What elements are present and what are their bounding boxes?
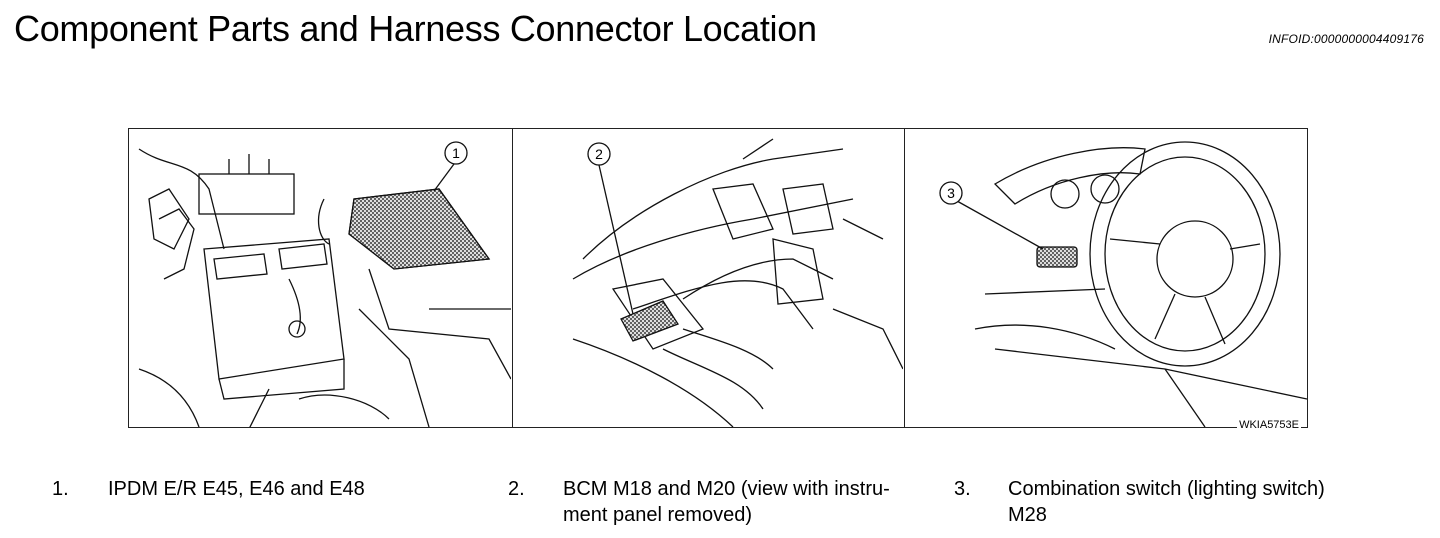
legend-number-3: 3. (954, 478, 971, 500)
legend-text-2-line1: BCM M18 and M20 (view with instru- (563, 478, 890, 500)
callout-3-circle (939, 181, 963, 205)
engine-room-illustration: 1 (138, 141, 511, 427)
legend-text-3: Combination switch (lighting switch) M28 (1008, 476, 1408, 528)
callout-1-label: 1 (452, 145, 460, 161)
legend-number-2: 2. (508, 478, 525, 500)
legend-text-1: IPDM E/R E45, E46 and E48 (108, 476, 488, 502)
page-title: Component Parts and Harness Connector Lo… (14, 8, 817, 49)
steering-panel: 3 (905, 129, 1307, 427)
callout-3-label: 3 (947, 185, 955, 201)
info-id: INFOID:0000000004409176 (1268, 32, 1424, 46)
legend-text-2: BCM M18 and M20 (view with instru- ment … (563, 476, 948, 528)
legend-text-3-line1: Combination switch (lighting switch) (1008, 478, 1325, 500)
panel-divider (512, 129, 513, 427)
legend-text-2-line2: ment panel removed) (563, 504, 752, 526)
callout-2-label: 2 (595, 146, 603, 162)
legend-text-1-line: IPDM E/R E45, E46 and E48 (108, 478, 365, 500)
legend-number-1: 1. (52, 478, 69, 500)
bcm-illustration: 2 (572, 138, 903, 427)
callout-1-circle (444, 141, 468, 165)
component-location-figure: 1 (128, 128, 1308, 431)
legend-text-3-line2: M28 (1008, 504, 1047, 526)
callout-2-circle (587, 142, 611, 166)
panel-divider (904, 129, 905, 427)
steering-illustration: 3 (939, 141, 1307, 427)
engine-room-panel: 1 (129, 129, 511, 427)
bcm-panel: 2 (513, 129, 903, 427)
figure-code: WKIA5753E (1237, 419, 1301, 431)
